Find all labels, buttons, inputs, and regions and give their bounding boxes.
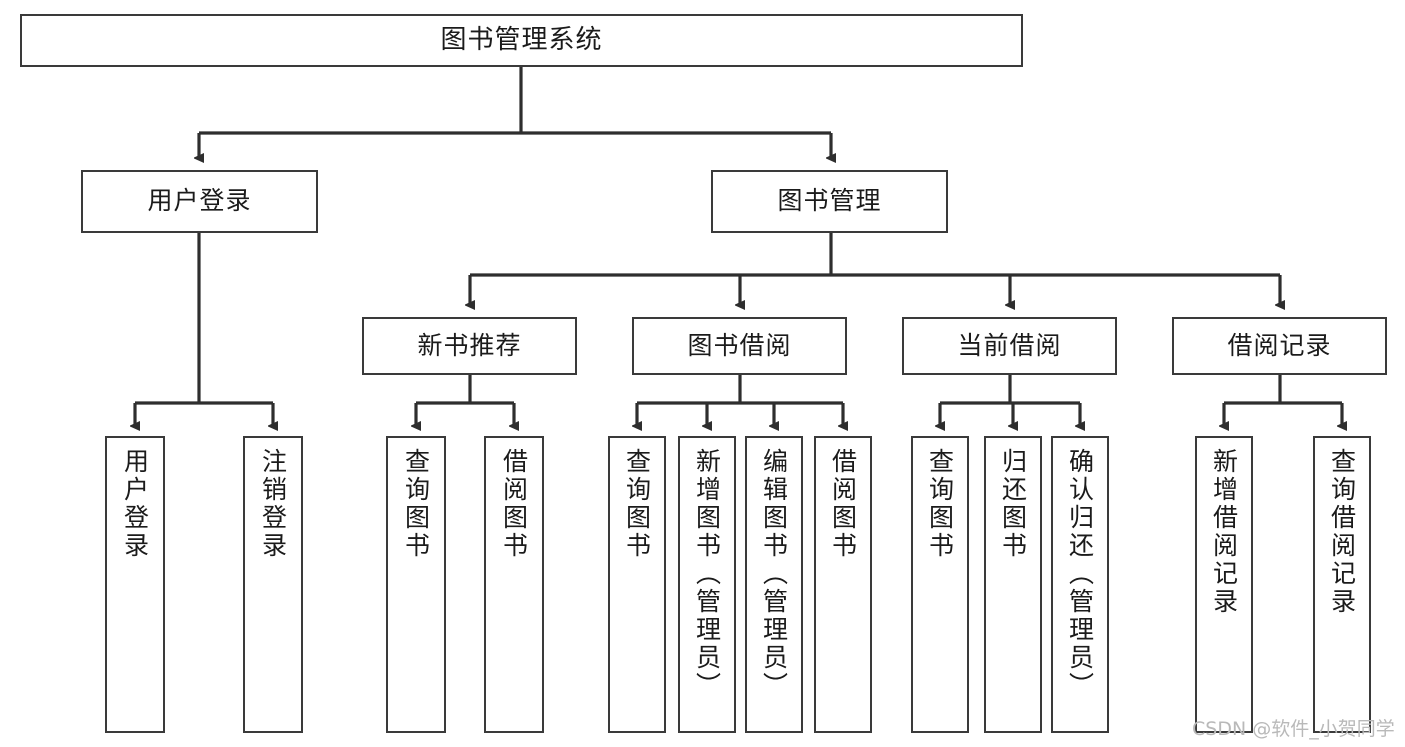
leaf-confirm-return-admin-label: 确认归还（管理员） (1065, 448, 1095, 700)
node-borrow-record-label: 借阅记录 (1227, 330, 1332, 360)
leaf-query-book-borrow[interactable]: 查询图书 (608, 436, 666, 733)
csdn-watermark: CSDN @软件_小贺同学 (1192, 718, 1395, 740)
node-current-borrow[interactable]: 当前借阅 (902, 317, 1117, 375)
leaf-user-login-label: 用户登录 (120, 448, 150, 560)
leaf-edit-book-admin[interactable]: 编辑图书（管理员） (745, 436, 803, 733)
node-new-book-recommend-label: 新书推荐 (417, 330, 522, 360)
leaf-query-book-borrow-label: 查询图书 (622, 448, 652, 560)
leaf-query-book-recommend-label: 查询图书 (401, 448, 431, 560)
leaf-add-borrow-record[interactable]: 新增借阅记录 (1195, 436, 1253, 733)
node-book-borrow-label: 图书借阅 (687, 330, 792, 360)
node-root-label: 图书管理系统 (440, 24, 603, 55)
leaf-query-book-current[interactable]: 查询图书 (911, 436, 969, 733)
node-root[interactable]: 图书管理系统 (20, 14, 1023, 67)
node-current-borrow-label: 当前借阅 (957, 330, 1062, 360)
leaf-add-book-admin[interactable]: 新增图书（管理员） (678, 436, 736, 733)
leaf-user-login[interactable]: 用户登录 (105, 436, 165, 733)
leaf-logout[interactable]: 注销登录 (243, 436, 303, 733)
leaf-query-borrow-record[interactable]: 查询借阅记录 (1313, 436, 1371, 733)
leaf-edit-book-admin-label: 编辑图书（管理员） (759, 448, 789, 700)
leaf-borrow-book-recommend[interactable]: 借阅图书 (484, 436, 544, 733)
leaf-query-book-recommend[interactable]: 查询图书 (386, 436, 446, 733)
node-borrow-record[interactable]: 借阅记录 (1172, 317, 1387, 375)
node-user-login-label: 用户登录 (147, 186, 252, 216)
leaf-borrow-book-recommend-label: 借阅图书 (499, 448, 529, 560)
leaf-return-book-label: 归还图书 (998, 448, 1028, 560)
node-book-borrow[interactable]: 图书借阅 (632, 317, 847, 375)
leaf-logout-label: 注销登录 (258, 448, 288, 560)
leaf-borrow-book-label: 借阅图书 (828, 448, 858, 560)
leaf-add-book-admin-label: 新增图书（管理员） (692, 448, 722, 700)
node-book-management-label: 图书管理 (777, 186, 882, 216)
leaf-add-borrow-record-label: 新增借阅记录 (1209, 448, 1239, 616)
leaf-confirm-return-admin[interactable]: 确认归还（管理员） (1051, 436, 1109, 733)
node-book-management[interactable]: 图书管理 (711, 170, 948, 233)
leaf-query-book-current-label: 查询图书 (925, 448, 955, 560)
leaf-borrow-book[interactable]: 借阅图书 (814, 436, 872, 733)
leaf-query-borrow-record-label: 查询借阅记录 (1327, 448, 1357, 616)
leaf-return-book[interactable]: 归还图书 (984, 436, 1042, 733)
node-user-login[interactable]: 用户登录 (81, 170, 318, 233)
node-new-book-recommend[interactable]: 新书推荐 (362, 317, 577, 375)
